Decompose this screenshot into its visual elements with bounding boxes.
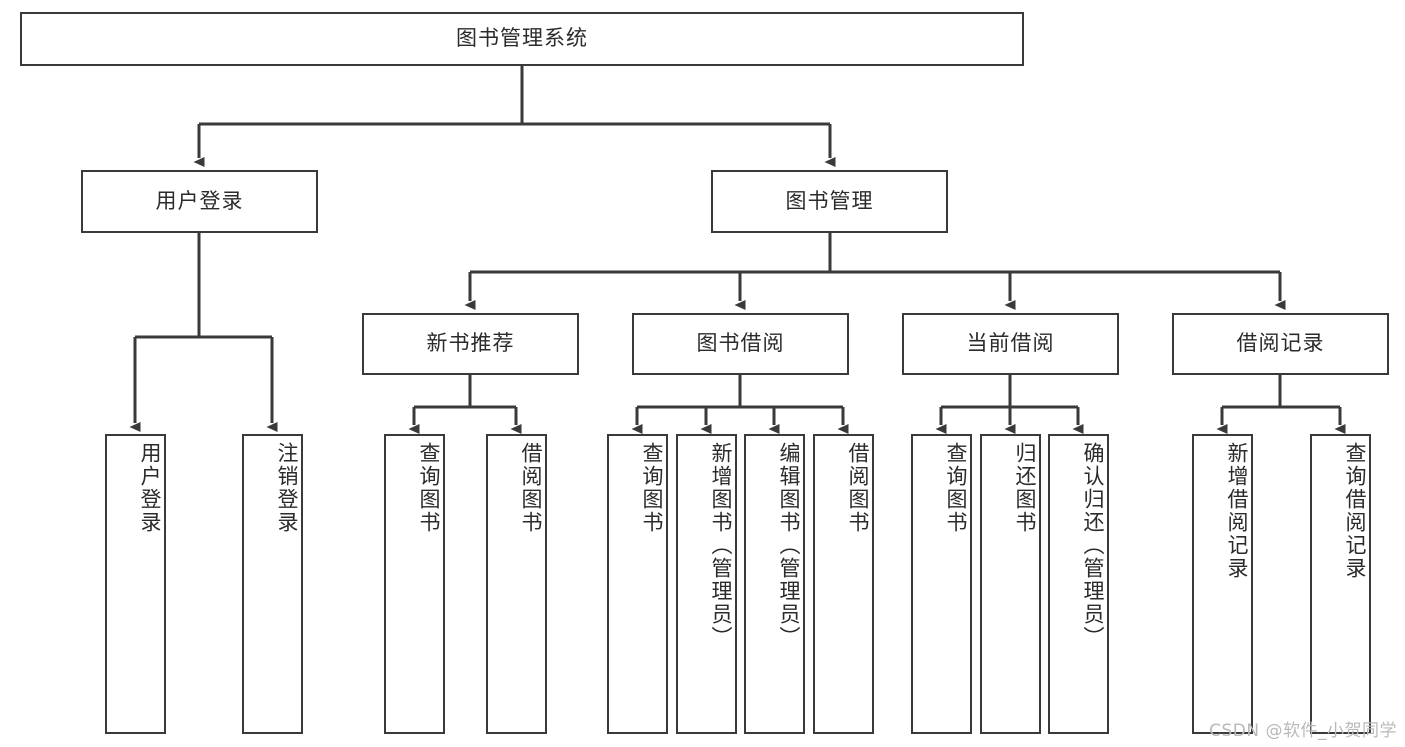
node-label: 图书借阅 xyxy=(696,331,785,356)
watermark-text: CSDN @软件_小贺同学 xyxy=(1209,721,1397,741)
node-book-management[interactable]: 图书管理 xyxy=(711,170,948,233)
node-label: 查询图书 xyxy=(640,442,664,534)
node-leaf-query-book-3[interactable]: 查询图书 xyxy=(911,434,972,734)
node-label: 借阅图书 xyxy=(519,442,543,534)
node-label: 新增借阅记录 xyxy=(1225,442,1249,580)
node-book-management-system[interactable]: 图书管理系统 xyxy=(20,12,1024,66)
node-label: 查询图书 xyxy=(417,442,441,534)
node-label: 查询借阅记录 xyxy=(1343,442,1367,580)
node-label: 编辑图书（管理员） xyxy=(777,442,801,649)
node-label: 当前借阅 xyxy=(966,331,1055,356)
node-new-book-recommend[interactable]: 新书推荐 xyxy=(362,313,579,375)
node-leaf-query-book-2[interactable]: 查询图书 xyxy=(607,434,668,734)
node-label: 新增图书（管理员） xyxy=(709,442,733,649)
node-leaf-borrow-book-2[interactable]: 借阅图书 xyxy=(813,434,874,734)
node-label: 借阅图书 xyxy=(846,442,870,534)
node-label: 图书管理系统 xyxy=(456,26,588,51)
node-current-borrow[interactable]: 当前借阅 xyxy=(902,313,1119,375)
node-label: 归还图书 xyxy=(1013,442,1037,534)
node-leaf-logout-login[interactable]: 注销登录 xyxy=(242,434,303,734)
node-label: 确认归还（管理员） xyxy=(1081,442,1105,649)
node-book-borrow[interactable]: 图书借阅 xyxy=(632,313,849,375)
node-label: 注销登录 xyxy=(275,442,299,534)
node-leaf-borrow-book-1[interactable]: 借阅图书 xyxy=(486,434,547,734)
node-leaf-user-login[interactable]: 用户登录 xyxy=(105,434,166,734)
node-leaf-add-book[interactable]: 新增图书（管理员） xyxy=(676,434,737,734)
node-leaf-confirm-return[interactable]: 确认归还（管理员） xyxy=(1048,434,1109,734)
node-leaf-edit-book[interactable]: 编辑图书（管理员） xyxy=(744,434,805,734)
node-label: 借阅记录 xyxy=(1236,331,1325,356)
node-user-login[interactable]: 用户登录 xyxy=(81,170,318,233)
node-label: 新书推荐 xyxy=(426,331,515,356)
node-leaf-return-book[interactable]: 归还图书 xyxy=(980,434,1041,734)
node-label: 图书管理 xyxy=(785,188,874,213)
node-label: 用户登录 xyxy=(138,442,162,534)
node-label: 用户登录 xyxy=(155,188,244,213)
node-leaf-query-book-1[interactable]: 查询图书 xyxy=(384,434,445,734)
node-borrow-record[interactable]: 借阅记录 xyxy=(1172,313,1389,375)
node-leaf-add-borrow-record[interactable]: 新增借阅记录 xyxy=(1192,434,1253,734)
node-label: 查询图书 xyxy=(944,442,968,534)
node-leaf-query-borrow-record[interactable]: 查询借阅记录 xyxy=(1310,434,1371,734)
